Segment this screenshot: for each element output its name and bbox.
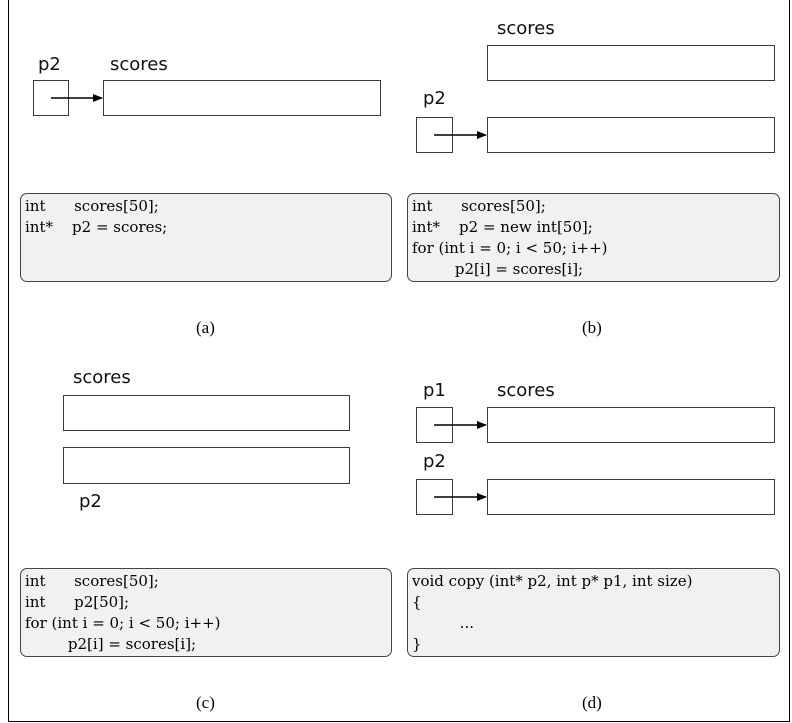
pointer-label-p1: p1 [423,380,446,401]
code-line: int scores[50]; [25,572,159,590]
code-block-c: int scores[50]; int p2[50]; for (int i =… [20,568,392,657]
code-line: { [412,593,422,611]
array-box-scores [103,80,381,116]
pointer-label-p2: p2 [38,54,61,75]
code-line: for (int i = 0; i < 50; i++) [412,239,608,257]
caption-c: (c) [196,693,215,712]
code-line: p2[i] = scores[i]; [412,260,584,278]
array-box-p2 [63,447,350,484]
array-box-new [487,117,775,153]
code-block-b: int scores[50]; int* p2 = new int[50]; f… [407,193,780,282]
pointer-label-p2: p2 [423,88,446,109]
pointer-label-p2: p2 [423,451,446,472]
code-line: void copy (int* p2, int p* p1, int size) [412,572,693,590]
array-box-target [487,479,775,515]
code-line: int* p2 = scores; [25,218,168,236]
code-line: } [412,635,422,653]
caption-b: (b) [582,318,602,337]
array-box-scores [487,45,775,81]
code-line: int p2[50]; [25,593,130,611]
code-block-a: int scores[50]; int* p2 = scores; [20,193,392,282]
code-line: ... [412,614,474,632]
array-box-scores [487,407,775,443]
code-line: p2[i] = scores[i]; [25,635,197,653]
caption-a: (a) [196,318,215,337]
array-label-scores: scores [73,367,131,388]
array-box-scores [63,395,350,431]
code-line: int* p2 = new int[50]; [412,218,593,236]
array-label-scores: scores [497,380,555,401]
code-block-d: void copy (int* p2, int p* p1, int size)… [407,568,780,657]
code-line: for (int i = 0; i < 50; i++) [25,614,221,632]
caption-d: (d) [582,693,602,712]
figure-frame [8,0,790,722]
array-label-p2: p2 [79,491,102,512]
code-line: int scores[50]; [412,197,546,215]
array-label-scores: scores [497,18,555,39]
array-label-scores: scores [110,54,168,75]
code-line: int scores[50]; [25,197,159,215]
